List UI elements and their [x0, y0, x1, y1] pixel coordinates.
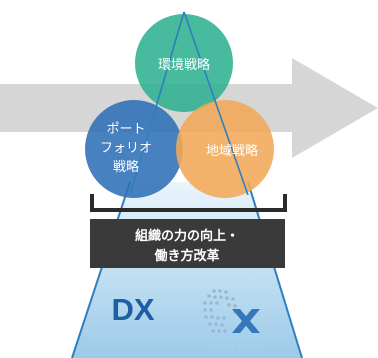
label-environment-strategy: 環境戦略: [158, 57, 210, 73]
bracket: [90, 194, 287, 212]
dx-label: DX: [111, 292, 154, 327]
circle-portfolio-strategy: [85, 100, 183, 198]
foundation-line-1: 組織の力の向上・: [135, 228, 239, 244]
foundation-line-2: 働き方改革: [153, 248, 219, 264]
label-portfolio-line-1: ポート: [106, 122, 145, 137]
tent-line-left: [129, 11, 185, 196]
circle-environment-strategy: [135, 14, 233, 112]
foundation-box: [90, 219, 285, 268]
circle-region-strategy: [176, 100, 274, 198]
label-portfolio-line-2: フォリオ: [100, 141, 152, 156]
tent-line-right: [183, 11, 249, 196]
label-region-strategy: 地域戦略: [206, 143, 258, 159]
gear-x-icon: [203, 289, 262, 348]
label-portfolio-line-3: 戦略: [113, 159, 139, 175]
